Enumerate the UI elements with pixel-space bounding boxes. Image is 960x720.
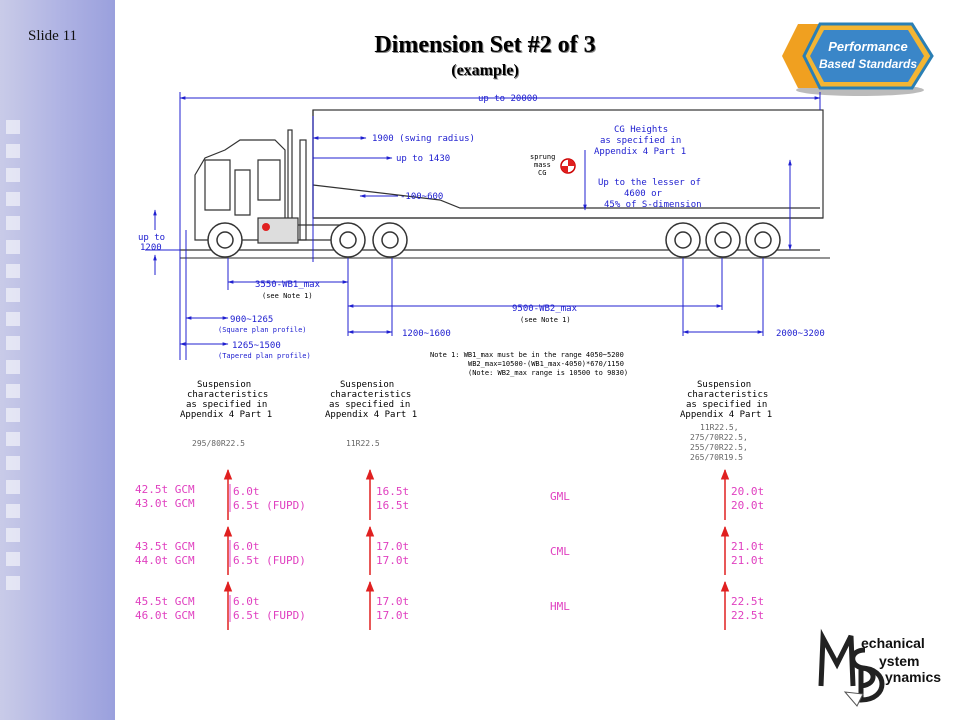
msd-logo-line3: ynamics (885, 669, 941, 685)
svg-text:Suspension: Suspension (340, 380, 394, 390)
tyre-trailer-3: 255/70R22.5, (690, 443, 748, 452)
svg-text:GML: GML (550, 490, 570, 503)
dim-up-to-1200-b: 1200 (140, 243, 162, 253)
dim-1200-1600: 1200~1600 (402, 329, 451, 339)
svg-text:as specified in: as specified in (186, 400, 267, 410)
msd-logo-line1: echanical (861, 635, 925, 651)
svg-text:45.5t GCM: 45.5t GCM (135, 595, 195, 608)
svg-text:20.0t: 20.0t (731, 499, 764, 512)
svg-text:17.0t: 17.0t (376, 540, 409, 553)
svg-text:HML: HML (550, 600, 570, 613)
svg-text:16.5t: 16.5t (376, 485, 409, 498)
svg-text:6.0t: 6.0t (233, 540, 260, 553)
dim-up-to-1200-a: up to (138, 233, 165, 243)
svg-text:6.5t (FUPD): 6.5t (FUPD) (233, 609, 306, 622)
dim-wb1-note: (see Note 1) (262, 292, 313, 300)
dim-up-to-1430: up to 1430 (396, 154, 450, 164)
pbs-logo-line2: Based Standards (819, 57, 917, 71)
sprung-mass-line2: mass (534, 161, 551, 169)
suspension-trailer: Suspension characteristics as specified … (680, 380, 772, 462)
suspension-drive: Suspension characteristics as specified … (325, 380, 417, 448)
svg-text:22.5t: 22.5t (731, 609, 764, 622)
mass-row-cml: 43.5t GCM 44.0t GCM 6.0t 6.5t (FUPD) 17.… (135, 540, 764, 567)
svg-text:as specified in: as specified in (686, 400, 767, 410)
svg-text:16.5t: 16.5t (376, 499, 409, 512)
svg-text:42.5t GCM: 42.5t GCM (135, 483, 195, 496)
svg-text:Appendix 4 Part 1: Appendix 4 Part 1 (325, 410, 417, 420)
dimension-lines (145, 92, 821, 360)
svg-text:46.0t GCM: 46.0t GCM (135, 609, 195, 622)
cg-heights-line3: Appendix 4 Part 1 (594, 147, 686, 157)
svg-text:Suspension: Suspension (697, 380, 751, 390)
note-line1: Note 1: WB1_max must be in the range 405… (430, 351, 624, 359)
svg-text:17.0t: 17.0t (376, 595, 409, 608)
tyre-trailer-4: 265/70R19.5 (690, 453, 743, 462)
svg-text:17.0t: 17.0t (376, 554, 409, 567)
svg-text:44.0t GCM: 44.0t GCM (135, 554, 195, 567)
sprung-mass-line1: sprung (530, 153, 555, 161)
svg-text:43.5t GCM: 43.5t GCM (135, 540, 195, 553)
svg-text:6.0t: 6.0t (233, 485, 260, 498)
dim-swing-radius: 1900 (swing radius) (372, 134, 475, 144)
svg-text:Appendix 4 Part 1: Appendix 4 Part 1 (680, 410, 772, 420)
dim-wb1: 3550-WB1_max (255, 280, 321, 290)
dim-range-100-600: -100~600 (400, 192, 443, 202)
svg-text:characteristics: characteristics (330, 390, 411, 400)
svg-text:characteristics: characteristics (687, 390, 768, 400)
tyre-drive: 11R22.5 (346, 439, 380, 448)
svg-text:Suspension: Suspension (197, 380, 251, 390)
mass-arrows (223, 468, 730, 630)
dim-tapered-profile: 1265~1500 (232, 341, 281, 351)
svg-text:17.0t: 17.0t (376, 609, 409, 622)
sidebar-decoration (6, 120, 26, 600)
wheels (207, 222, 781, 258)
msd-logo-line2: ystem (879, 653, 919, 669)
pbs-logo: Performance Based Standards (782, 22, 934, 96)
svg-text:21.0t: 21.0t (731, 554, 764, 567)
svg-text:6.5t (FUPD): 6.5t (FUPD) (233, 554, 306, 567)
mass-row-gml: 42.5t GCM 43.0t GCM 6.0t 6.5t (FUPD) 16.… (135, 483, 764, 512)
lesser-of-line3: 45% of S-dimension (604, 200, 702, 210)
slide-sidebar (0, 0, 115, 720)
suspension-steer: Suspension characteristics as specified … (180, 380, 272, 448)
tyre-trailer-1: 11R22.5, (700, 423, 739, 432)
dim-tapered-profile-note: (Tapered plan profile) (218, 352, 311, 360)
dim-square-profile-note: (Square plan profile) (218, 326, 307, 334)
lesser-of-line2: 4600 or (624, 189, 663, 199)
svg-text:22.5t: 22.5t (731, 595, 764, 608)
tyre-steer: 295/80R22.5 (192, 439, 245, 448)
lesser-of-line1: Up to the lesser of (598, 178, 701, 188)
cg-heights-line1: CG Heights (614, 125, 668, 135)
pbs-logo-line1: Performance (828, 39, 907, 54)
svg-text:CML: CML (550, 545, 570, 558)
note-line2: WB2_max=10500-(WB1_max-4050)*670/1150 (468, 360, 624, 368)
svg-text:characteristics: characteristics (187, 390, 268, 400)
dim-square-profile: 900~1265 (230, 315, 273, 325)
svg-text:21.0t: 21.0t (731, 540, 764, 553)
page-title: Dimension Set #2 of 3 (374, 32, 596, 58)
mass-row-hml: 45.5t GCM 46.0t GCM 6.0t 6.5t (FUPD) 17.… (135, 595, 764, 622)
svg-text:Appendix 4 Part 1: Appendix 4 Part 1 (180, 410, 272, 420)
dim-wb2: 9500-WB2_max (512, 304, 578, 314)
svg-text:43.0t GCM: 43.0t GCM (135, 497, 195, 510)
cg-markers (262, 158, 576, 231)
svg-text:6.0t: 6.0t (233, 595, 260, 608)
slide-number: Slide 11 (28, 28, 78, 44)
svg-text:as specified in: as specified in (329, 400, 410, 410)
svg-text:20.0t: 20.0t (731, 485, 764, 498)
sprung-mass-line3: CG (538, 169, 546, 177)
page-subtitle: (example) (451, 62, 519, 79)
dim-2000-3200: 2000~3200 (776, 329, 825, 339)
suspension-blocks: Suspension characteristics as specified … (180, 380, 772, 462)
tyre-trailer-2: 275/70R22.5, (690, 433, 748, 442)
mass-rows: 42.5t GCM 43.0t GCM 6.0t 6.5t (FUPD) 16.… (135, 483, 764, 622)
dim-overall-length: up to 20000 (478, 94, 538, 104)
msd-logo: echanical ystem ynamics (818, 628, 941, 707)
svg-text:6.5t (FUPD): 6.5t (FUPD) (233, 499, 306, 512)
dimension-labels: up to 20000 1900 (swing radius) up to 14… (138, 94, 825, 377)
cg-heights-line2: as specified in (600, 136, 681, 146)
dim-wb2-note: (see Note 1) (520, 316, 571, 324)
note-line3: (Note: WB2_max range is 10500 to 9830) (468, 369, 628, 377)
